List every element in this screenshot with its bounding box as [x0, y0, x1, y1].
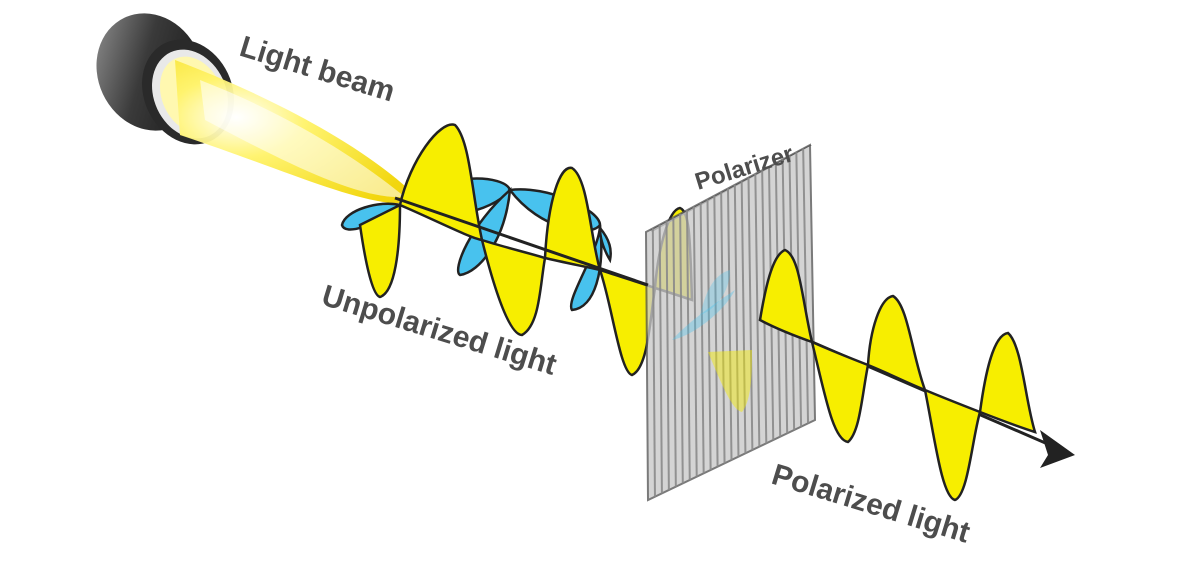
polarizer-slit	[720, 192, 726, 464]
light-beam	[175, 60, 420, 204]
polarizer-slit	[651, 228, 656, 497]
polarizer-slit	[740, 181, 747, 454]
polarizer-slit	[658, 224, 663, 494]
horizontal-wave-unpolarized	[340, 177, 612, 312]
polarizer-slits	[651, 148, 810, 497]
polarizer-slit	[727, 188, 733, 461]
yellow-lobe	[866, 294, 928, 393]
polarizer-slit	[665, 221, 670, 491]
vertical-wave-unpolarized	[358, 123, 694, 377]
polarizer-slit	[699, 202, 705, 474]
polarizer-slit	[713, 195, 719, 467]
polarizer-slit	[802, 148, 810, 424]
transmitted-yellow-lobe-behind-plate	[708, 350, 752, 412]
polarizer-slit	[706, 199, 712, 471]
blue-lobe	[598, 224, 612, 264]
yellow-lobe	[810, 339, 870, 444]
blocked-blue-lobe	[700, 270, 730, 315]
yellow-lobe	[543, 166, 602, 272]
polarizer-slit	[733, 184, 740, 457]
vertical-wave-polarized	[758, 248, 1037, 502]
polarizer-slit	[692, 206, 698, 477]
polarizer-slit	[672, 217, 677, 487]
polarizer	[644, 143, 817, 502]
axis-before-polarizer	[394, 196, 649, 287]
polarizer-slit	[679, 213, 684, 484]
yellow-lobe	[358, 202, 402, 299]
yellow-lobe	[923, 387, 982, 502]
yellow-lobe	[978, 331, 1037, 434]
polarizer-slit	[686, 210, 691, 481]
yellow-lobe	[398, 123, 484, 242]
blocked-blue-lobe	[672, 290, 735, 340]
polarizer-slit	[754, 173, 761, 447]
yellow-lobe	[480, 238, 547, 337]
yellow-lobe	[758, 248, 814, 344]
polarizer-slit	[747, 177, 754, 451]
axis-arrowhead	[1040, 430, 1075, 468]
light-beam-core	[200, 80, 405, 198]
